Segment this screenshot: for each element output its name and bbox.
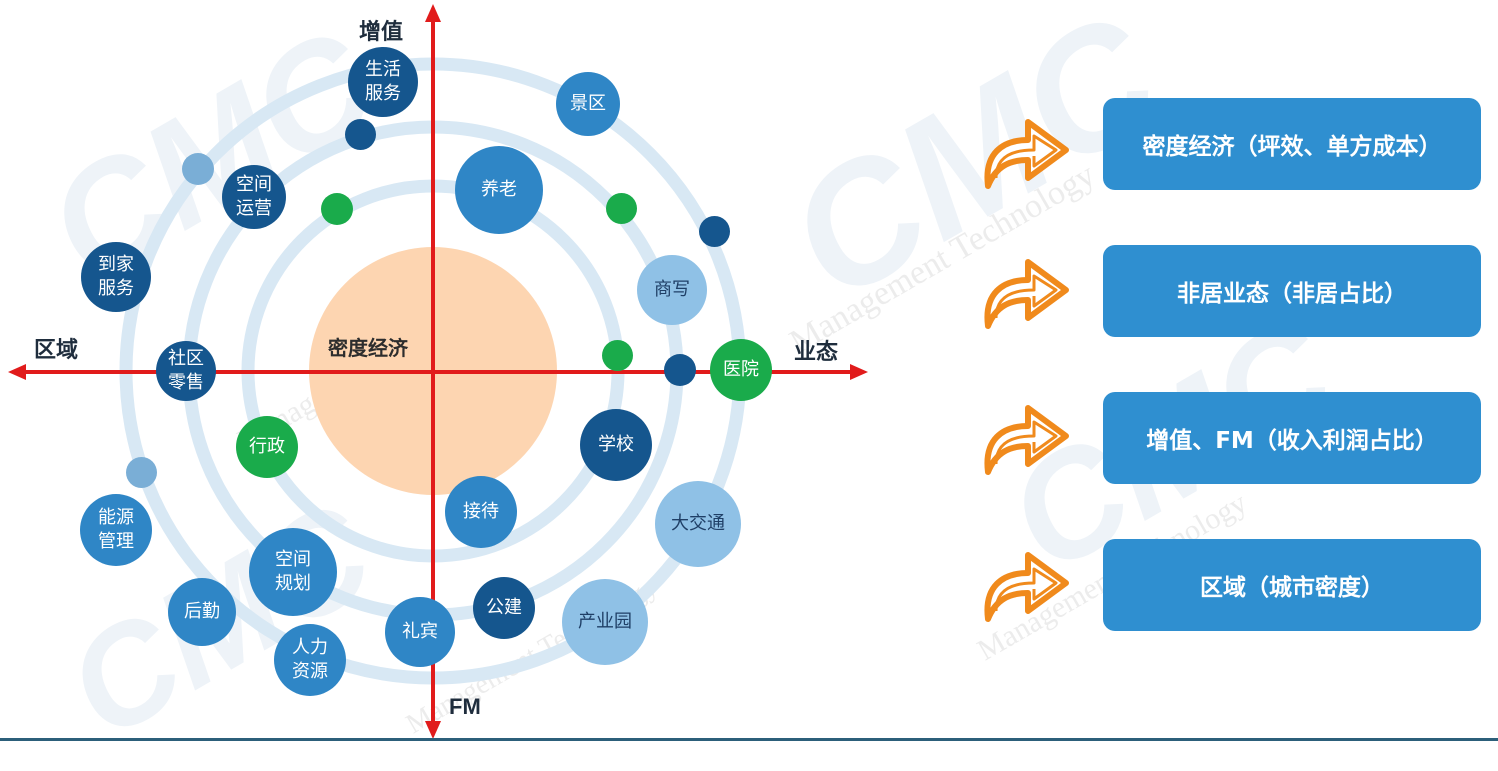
core-label: 密度经济	[328, 336, 408, 360]
decorative-dot	[606, 193, 637, 224]
node-yanglao: 养老	[455, 146, 543, 234]
node-dajiaotong: 大交通	[655, 481, 741, 567]
decorative-dot	[699, 216, 730, 247]
node-houqin: 后勤	[168, 578, 236, 646]
decorative-dot	[126, 457, 157, 488]
node-xingzheng: 行政	[236, 416, 298, 478]
curved-arrow-icon	[984, 552, 1069, 622]
node-xuexiao: 学校	[580, 409, 652, 481]
decorative-dot	[602, 340, 633, 371]
x-axis-right-arrowhead	[850, 364, 868, 380]
node-chanyeyuan: 产业园	[562, 579, 648, 665]
axis-label-left: 区域	[34, 338, 79, 363]
metric-pill-value-added-fm: 增值、FM（收入利润占比）	[1103, 392, 1481, 484]
node-gongjian: 公建	[473, 577, 535, 639]
curved-arrow-icon	[984, 405, 1069, 475]
node-renli-ziyuan: 人力 资源	[274, 624, 346, 696]
node-libin: 礼宾	[385, 597, 455, 667]
x-axis-left-arrowhead	[8, 364, 26, 380]
metric-pill-non-residential: 非居业态（非居占比）	[1103, 245, 1481, 337]
node-kongjian-guihua: 空间 规划	[249, 528, 337, 616]
node-kongjian-yunying: 空间 运营	[222, 165, 286, 229]
axis-label-top: 增值	[359, 20, 404, 45]
decorative-dot	[345, 119, 376, 150]
node-shenghuo-fuwu: 生活 服务	[348, 47, 418, 117]
node-shequ-lingshou: 社区 零售	[156, 341, 216, 401]
node-yiyuan: 医院	[710, 339, 772, 401]
decorative-dot	[664, 354, 696, 386]
axis-label-bottom: FM	[449, 694, 481, 719]
node-jiedai: 接待	[445, 476, 517, 548]
y-axis-bottom-arrowhead	[425, 721, 441, 739]
bottom-divider	[0, 738, 1498, 741]
node-shangxie: 商写	[637, 255, 707, 325]
node-jingqu: 景区	[556, 72, 620, 136]
curved-arrow-icon	[984, 119, 1069, 189]
decorative-dot	[182, 153, 214, 185]
decorative-dot	[321, 193, 353, 225]
curved-arrow-icon	[984, 259, 1069, 329]
metric-pill-region: 区域（城市密度）	[1103, 539, 1481, 631]
node-daojia-fuwu: 到家 服务	[81, 242, 151, 312]
node-nengyuan-guanli: 能源 管理	[80, 494, 152, 566]
y-axis-top-arrowhead	[425, 4, 441, 22]
axis-label-right: 业态	[794, 340, 839, 365]
radar-diagram	[8, 4, 868, 739]
metric-pill-density: 密度经济（坪效、单方成本）	[1103, 98, 1481, 190]
